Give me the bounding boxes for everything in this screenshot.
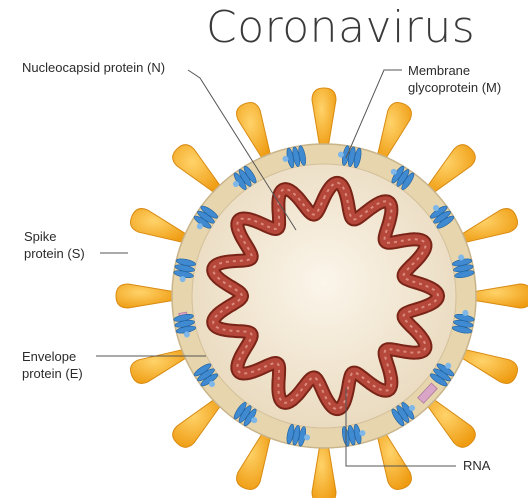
spike-protein: [237, 102, 271, 160]
spike-protein: [130, 209, 188, 243]
label-envelope-line1: Envelope: [22, 348, 83, 365]
spike-protein: [426, 145, 475, 194]
label-membrane-line1: Membrane: [408, 62, 501, 79]
spike-protein: [130, 349, 188, 383]
spike-protein: [377, 102, 411, 160]
spike-protein: [237, 431, 271, 489]
label-spike-protein: Spike protein (S): [24, 228, 85, 262]
diagram-title: Coronavirus: [206, 2, 475, 53]
spike-protein: [312, 88, 336, 148]
label-nucleocapsid-protein: Nucleocapsid protein (N): [22, 59, 165, 76]
spike-protein: [426, 398, 475, 447]
spike-protein: [459, 209, 517, 243]
spike-protein: [312, 444, 336, 498]
label-rna: RNA: [463, 457, 490, 474]
label-nucleocapsid-text: Nucleocapsid protein (N): [22, 60, 165, 75]
label-envelope-line2: protein (E): [22, 365, 83, 382]
spike-protein: [472, 284, 528, 308]
spike-protein: [377, 431, 411, 489]
label-spike-line2: protein (S): [24, 245, 85, 262]
label-membrane-glycoprotein: Membrane glycoprotein (M): [408, 62, 501, 96]
spike-protein: [116, 284, 176, 308]
label-spike-line1: Spike: [24, 228, 85, 245]
label-rna-text: RNA: [463, 458, 490, 473]
label-envelope-protein: Envelope protein (E): [22, 348, 83, 382]
spike-protein: [173, 145, 222, 194]
spike-protein: [459, 349, 517, 383]
label-membrane-line2: glycoprotein (M): [408, 79, 501, 96]
spike-protein: [173, 398, 222, 447]
